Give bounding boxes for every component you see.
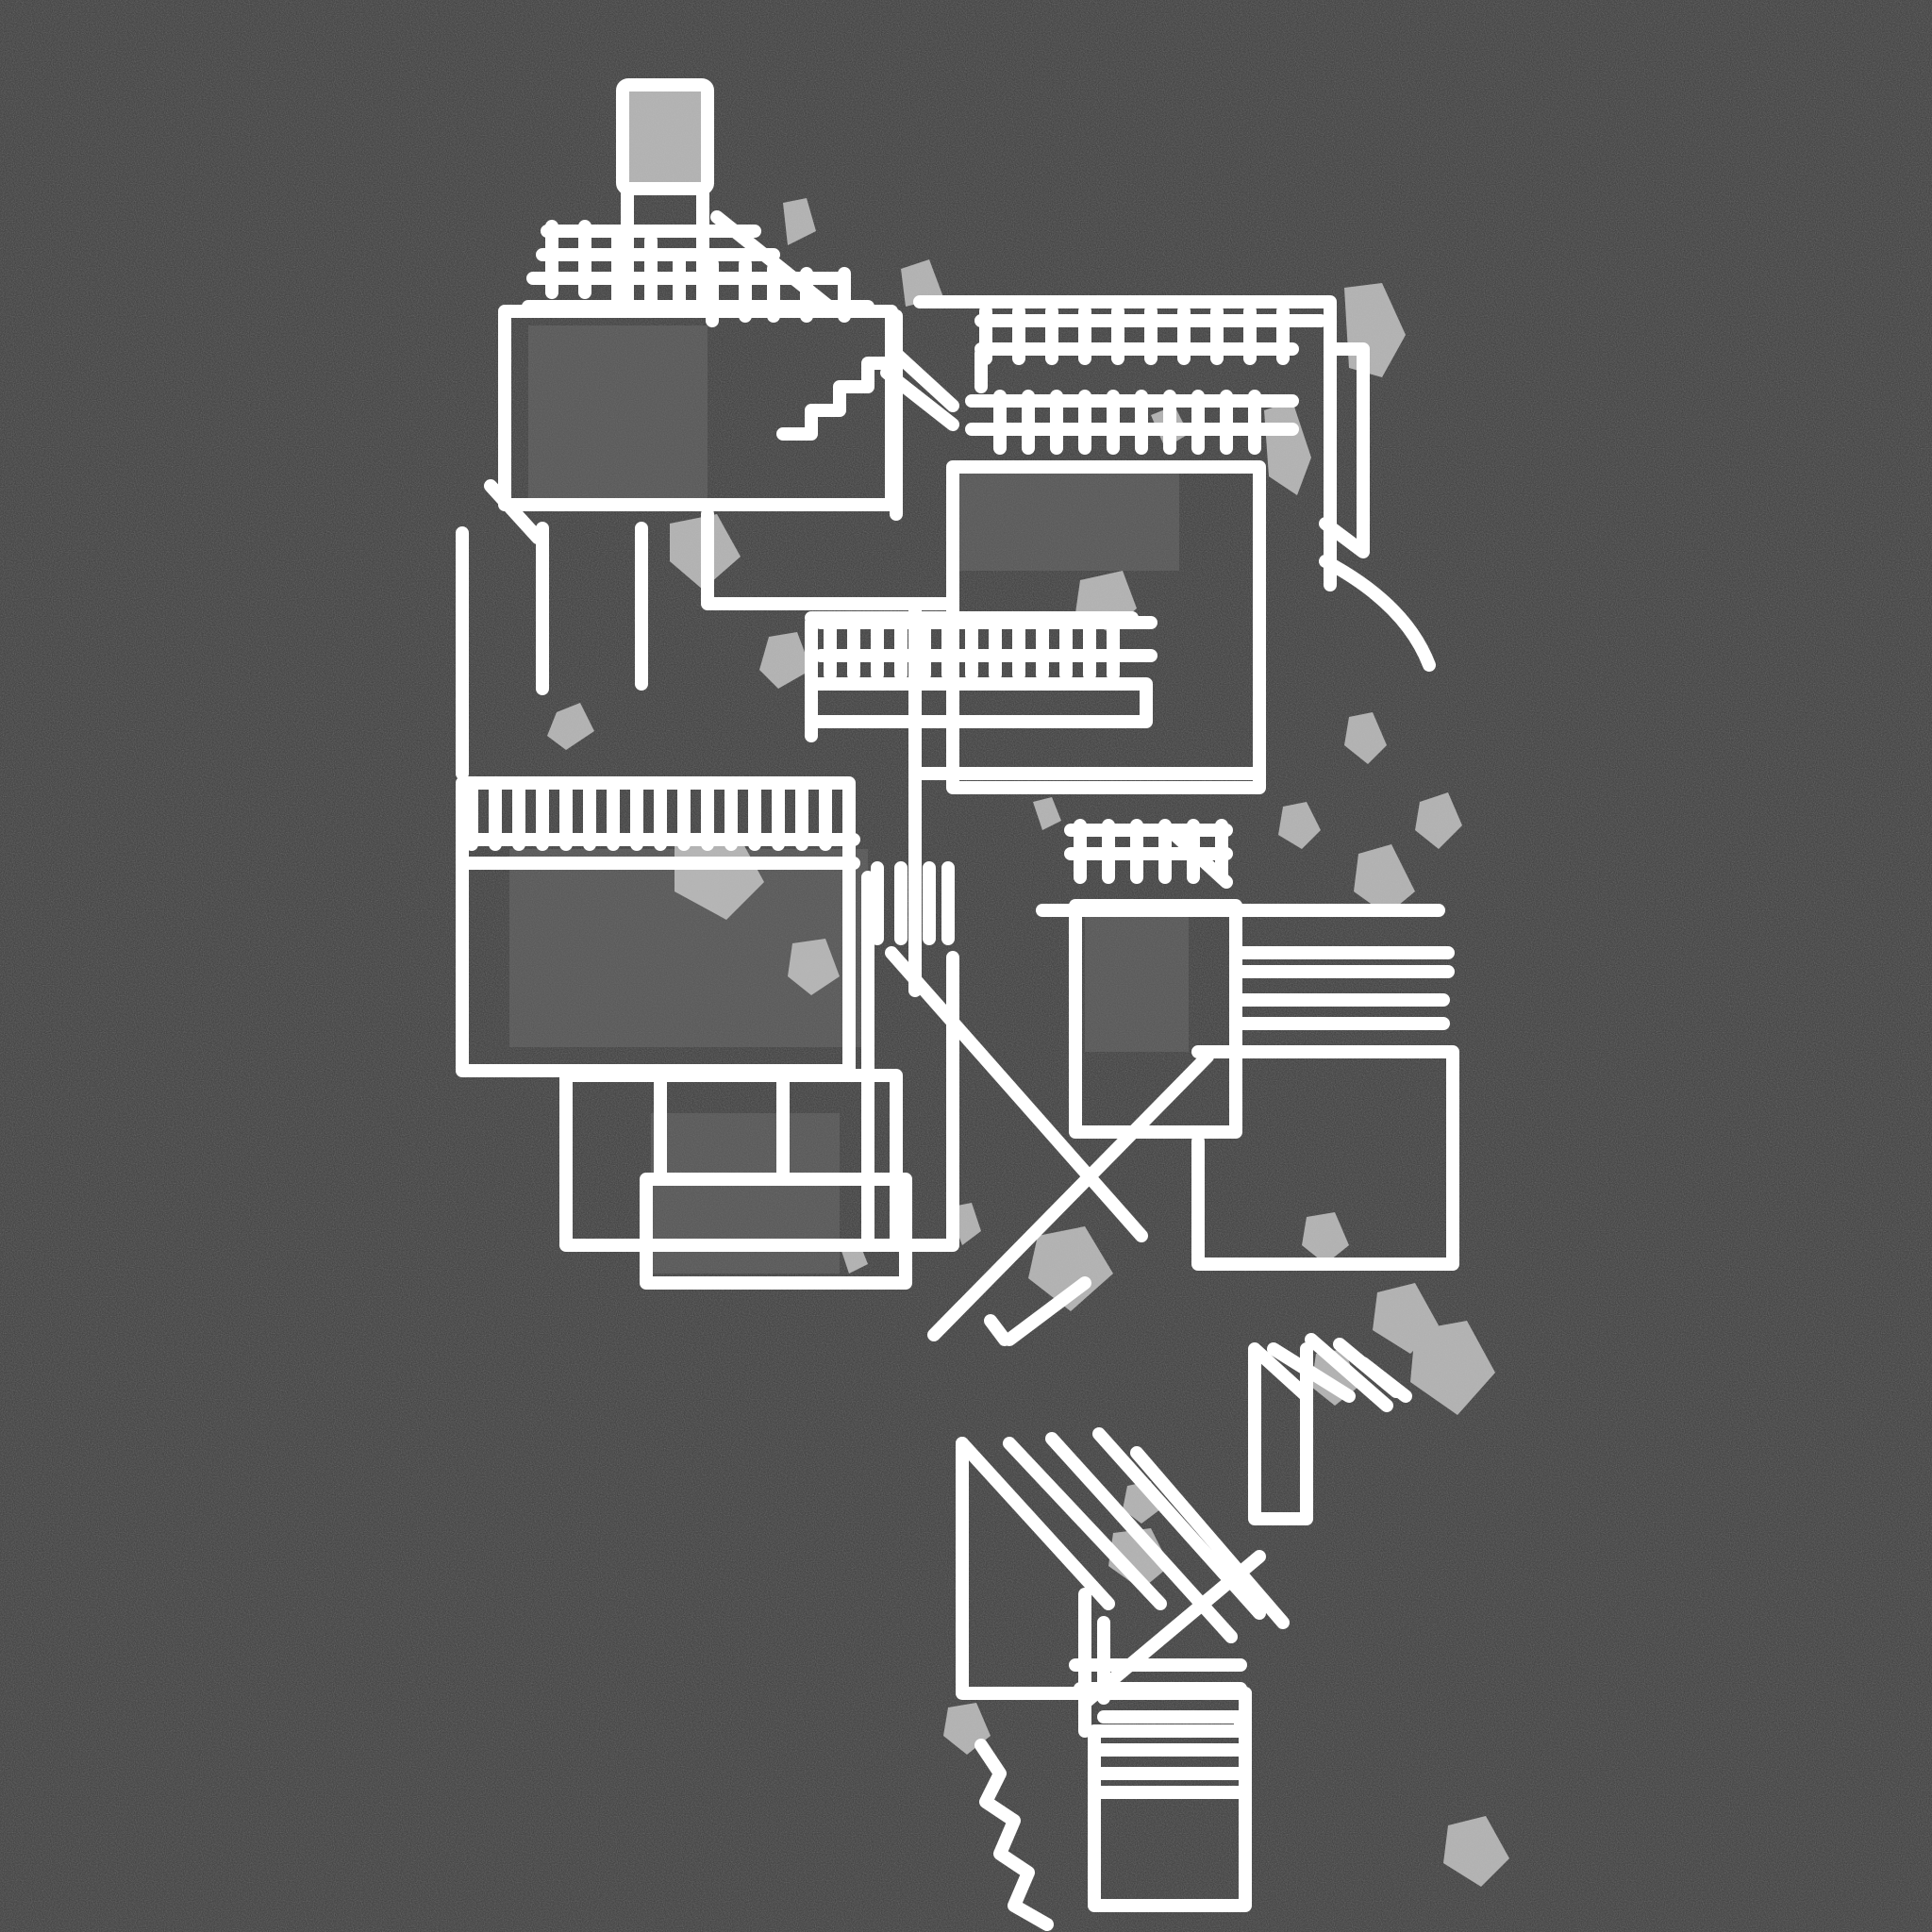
light-blotches — [547, 90, 1509, 1887]
white-line-drawing — [456, 78, 1459, 1931]
